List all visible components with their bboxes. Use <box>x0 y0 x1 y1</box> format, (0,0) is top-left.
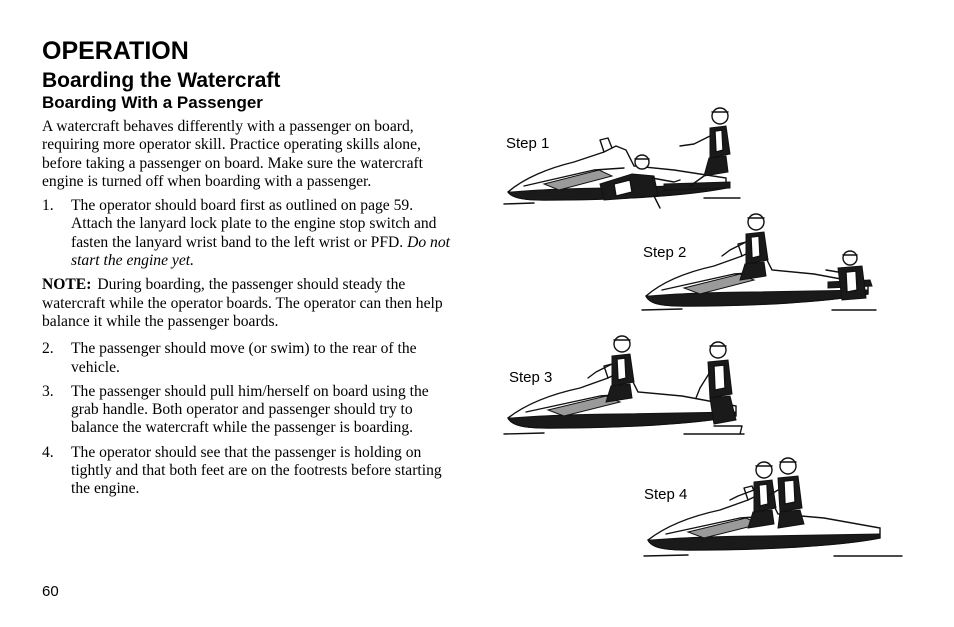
figure-label-step-4: Step 4 <box>644 486 688 503</box>
illustration-step-2 <box>641 213 877 311</box>
step-2-item: 2. The passenger should move (or swim) t… <box>42 340 452 377</box>
figure-label-step-3: Step 3 <box>509 369 553 386</box>
section-title: OPERATION <box>42 37 189 65</box>
step-text: The operator should board first as outli… <box>71 197 452 270</box>
figure-label-step-1: Step 1 <box>506 135 550 152</box>
note-text: During boarding, the passenger should st… <box>42 276 443 330</box>
step-3-item: 3. The passenger should pull him/herself… <box>42 383 452 438</box>
body-text: A watercraft behaves differently with a … <box>42 118 452 505</box>
note-paragraph: NOTE:During boarding, the passenger shou… <box>42 276 452 331</box>
step-1-item: 1. The operator should board first as ou… <box>42 197 452 270</box>
illustration-step-4 <box>643 457 903 557</box>
step-2-text: The passenger should move (or swim) to t… <box>71 340 417 376</box>
step-4-text: The operator should see that the passeng… <box>71 443 442 498</box>
page-number: 60 <box>42 583 59 600</box>
sub-subsection-title: Boarding With a Passenger <box>42 93 263 112</box>
step-1-emphasis: Do not start the engine yet. <box>71 233 450 270</box>
step-1-text: The operator should board first as outli… <box>71 197 437 251</box>
note-label: NOTE: <box>42 276 92 294</box>
illustration-step-1 <box>503 107 741 209</box>
step-number: 3. <box>42 382 54 400</box>
illustration-step-3 <box>503 335 745 435</box>
step-3-text: The passenger should pull him/herself on… <box>71 382 429 437</box>
step-4-item: 4. The operator should see that the pass… <box>42 444 452 499</box>
figure-label-step-2: Step 2 <box>643 244 687 261</box>
step-number: 2. <box>42 340 54 358</box>
intro-paragraph: A watercraft behaves differently with a … <box>42 118 424 190</box>
step-number: 4. <box>42 443 54 461</box>
subsection-title: Boarding the Watercraft <box>42 69 281 92</box>
step-number: 1. <box>42 197 54 215</box>
